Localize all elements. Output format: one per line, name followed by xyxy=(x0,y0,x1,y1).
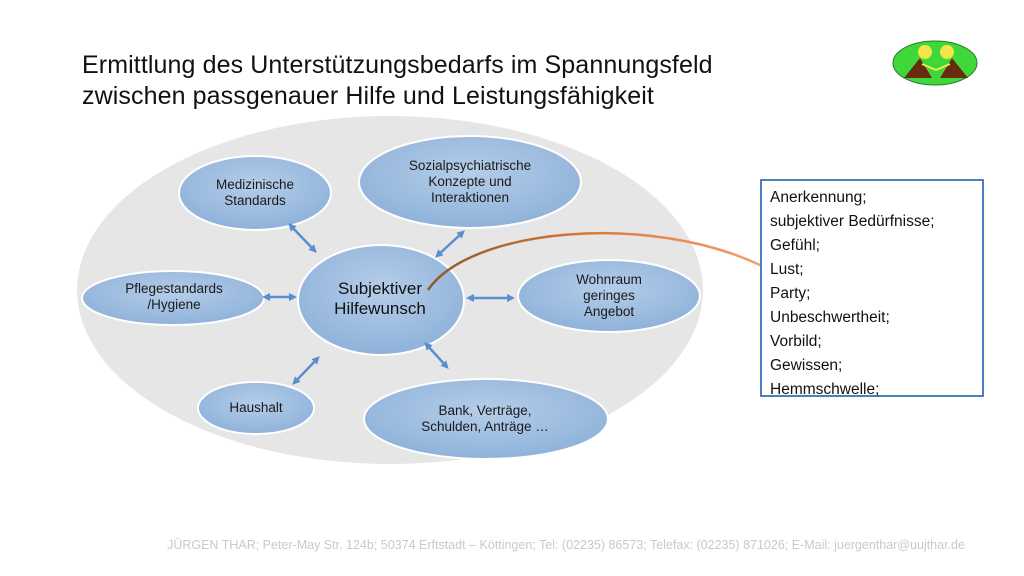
node-sozial-line-2: Konzepte und xyxy=(428,174,512,189)
footer-contact: JÜRGEN THAR; Peter-May Str. 124b; 50374 … xyxy=(167,538,965,552)
node-pflege-line-2: /Hygiene xyxy=(147,297,201,312)
node-sozial-line-1: Sozialpsychiatrische xyxy=(408,158,532,173)
note-line: subjektiver Bedürfnisse; xyxy=(770,213,935,230)
node-center: Subjektiver Hilfewunsch xyxy=(310,276,450,322)
note-line: Hemmschwelle; xyxy=(770,381,880,398)
node-wohnraum: Wohnraum geringes Angebot xyxy=(540,268,678,324)
node-haushalt: Haushalt xyxy=(206,398,306,418)
arrow-sozial xyxy=(435,230,465,258)
arrow-haushalt xyxy=(292,356,320,385)
node-medizin-line-1: Medizinische xyxy=(215,177,295,192)
node-wohnraum-shape xyxy=(517,259,701,333)
note-line: Party; xyxy=(770,285,811,302)
node-center-line-2: Hilfewunsch xyxy=(334,299,426,318)
node-bank-line-2: Schulden, Anträge … xyxy=(421,419,549,434)
node-wohnraum-line-3: Angebot xyxy=(583,304,635,319)
connector-arrows xyxy=(262,223,515,385)
note-line: Gewissen; xyxy=(770,357,843,374)
node-bank-line-1: Bank, Verträge, xyxy=(438,403,532,418)
page-title: Ermittlung des Unterstützungsbedarfs im … xyxy=(82,50,882,112)
note-line: Anerkennung; xyxy=(770,189,867,206)
node-shapes xyxy=(81,135,701,460)
node-center-shape xyxy=(297,244,465,356)
note-line: Unbeschwertheit; xyxy=(770,309,890,326)
note-line: Vorbild; xyxy=(770,333,822,350)
node-wohnraum-line-1: Wohnraum xyxy=(576,272,642,287)
node-center-line-1: Subjektiver xyxy=(337,279,423,298)
node-haushalt-line-1: Haushalt xyxy=(229,400,283,415)
note-line: Lust; xyxy=(770,261,804,278)
node-sozial-line-3: Interaktionen xyxy=(430,190,510,205)
node-pflege-line-1: Pflegestandards xyxy=(125,281,223,296)
page-title-line-2: zwischen passgenauer Hilfe und Leistungs… xyxy=(82,82,654,110)
node-medizin: Medizinische Standards xyxy=(190,173,320,213)
logo-icon xyxy=(892,40,978,86)
node-bank: Bank, Verträge, Schulden, Anträge … xyxy=(380,400,590,438)
node-haushalt-shape xyxy=(197,381,315,435)
needs-note-box: Anerkennung; subjektiver Bedürfnisse; Ge… xyxy=(760,179,984,398)
node-pflege: Pflegestandards /Hygiene xyxy=(90,278,258,316)
connector-curve xyxy=(426,232,763,291)
node-bank-shape xyxy=(363,378,609,460)
arrow-medizin xyxy=(288,223,317,253)
arrow-bank xyxy=(424,342,449,369)
node-wohnraum-line-2: geringes xyxy=(583,288,635,303)
node-medizin-shape xyxy=(178,155,332,231)
node-medizin-line-2: Standards xyxy=(224,193,286,208)
page-title-line-1: Ermittlung des Unterstützungsbedarfs im … xyxy=(82,51,713,79)
note-line: Gefühl; xyxy=(770,237,820,254)
node-sozial-shape xyxy=(358,135,582,229)
node-sozial: Sozialpsychiatrische Konzepte und Intera… xyxy=(370,155,570,209)
